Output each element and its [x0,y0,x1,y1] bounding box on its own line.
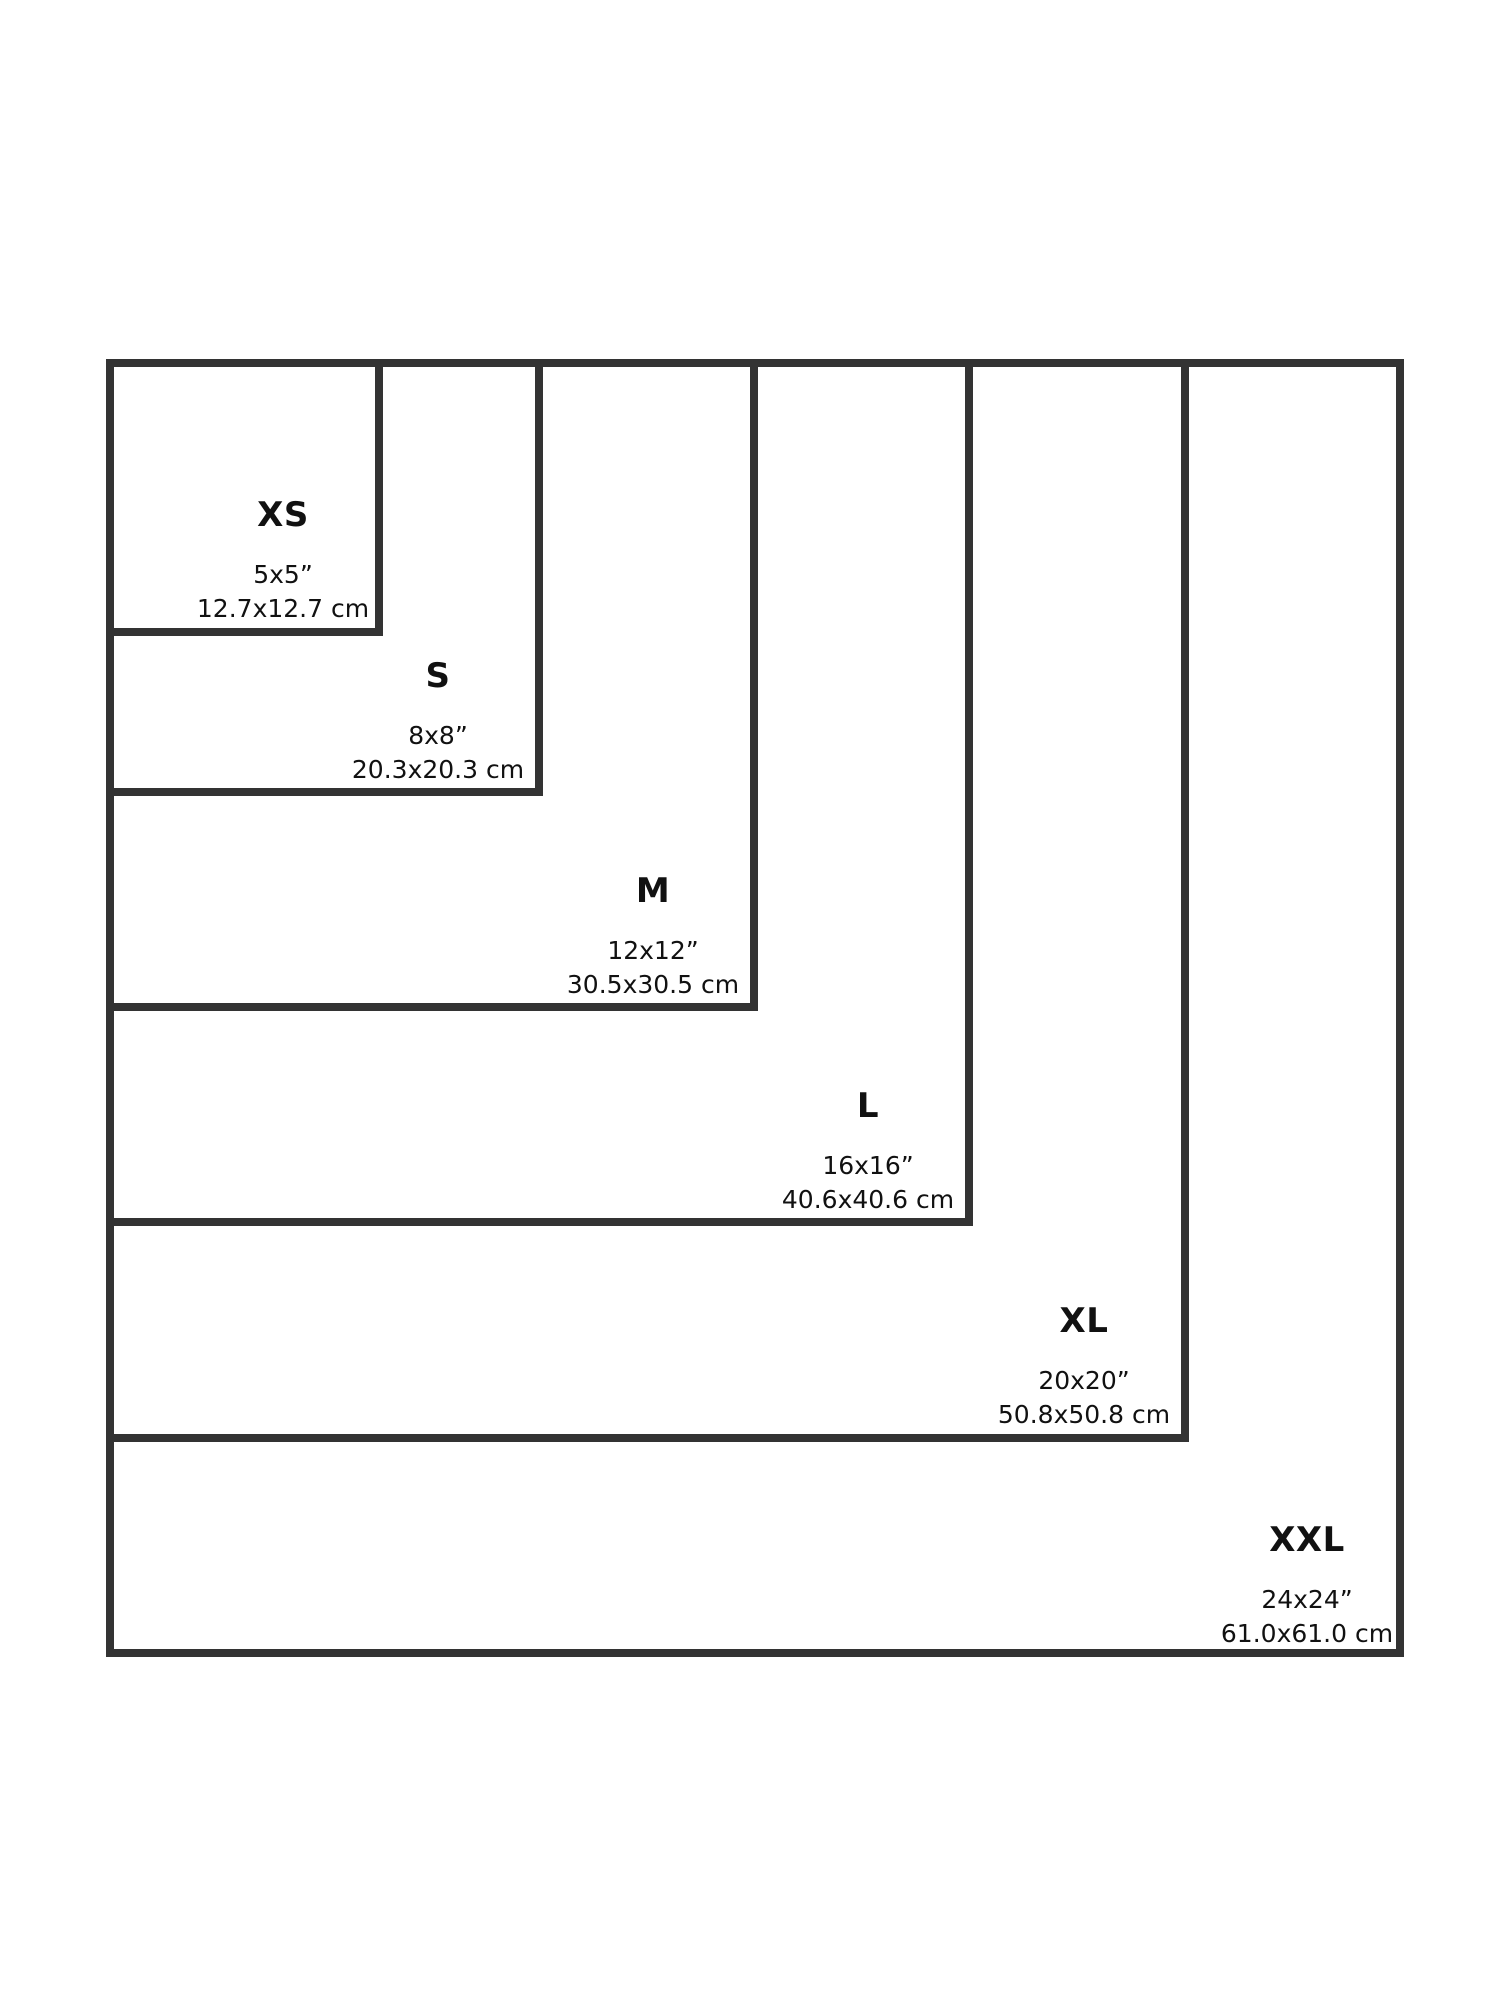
size-inches: 16x16” [822,1151,914,1180]
size-cm: 40.6x40.6 cm [781,1185,955,1214]
size-inches: 20x20” [1038,1366,1130,1395]
size-box-xs [106,359,383,636]
size-code: XXL [1269,1520,1345,1560]
size-label-xxl: XXL 24x24” 61.0x61.0 cm [1197,1523,1417,1651]
size-inches: 24x24” [1261,1585,1353,1614]
size-label-xl: XL 20x20” 50.8x50.8 cm [974,1304,1194,1432]
size-cm: 12.7x12.7 cm [196,594,370,623]
size-cm: 30.5x30.5 cm [566,970,740,999]
size-cm: 61.0x61.0 cm [1220,1619,1394,1648]
size-inches: 5x5” [253,560,313,589]
size-cm: 50.8x50.8 cm [997,1400,1171,1429]
size-label-xs: XS 5x5” 12.7x12.7 cm [173,498,393,626]
size-label-l: L 16x16” 40.6x40.6 cm [758,1089,978,1217]
size-code: S [425,656,451,696]
size-inches: 8x8” [408,721,468,750]
size-code: M [635,871,671,911]
size-code: XL [1059,1301,1109,1341]
size-cm: 20.3x20.3 cm [351,755,525,784]
size-code: L [856,1086,880,1126]
size-code: XS [257,495,309,535]
size-label-m: M 12x12” 30.5x30.5 cm [543,874,763,1002]
size-inches: 12x12” [607,936,699,965]
size-label-s: S 8x8” 20.3x20.3 cm [328,659,548,787]
